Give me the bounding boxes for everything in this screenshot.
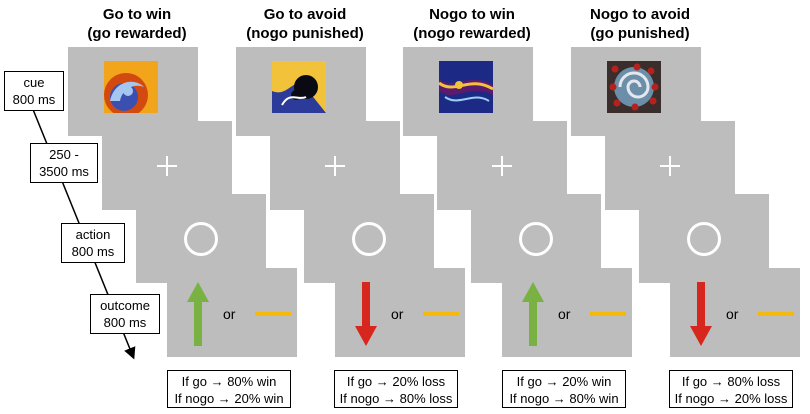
condition-title: Nogo to win (nogo rewarded): [387, 5, 557, 43]
cue-screen: [68, 47, 198, 136]
outcome-screen: or: [167, 268, 297, 357]
cue-fractal: [104, 61, 158, 113]
or-label: or: [558, 306, 571, 322]
contingency-nogo: If nogo → 20% win: [174, 391, 284, 406]
condition-name: Go to win: [102, 6, 172, 23]
neutral-dash-icon: [758, 312, 794, 316]
fixation-cross-icon: [321, 152, 349, 180]
phase-duration: 3500 ms: [39, 164, 89, 179]
phase-label: 250 - 3500 ms: [30, 143, 98, 183]
cue-fractal: [607, 61, 661, 113]
phase-duration: 800 ms: [12, 92, 56, 107]
contingency-go: If go → 80% loss: [681, 374, 781, 389]
fixation-cross-icon: [488, 152, 516, 180]
phase-name: cue: [23, 75, 45, 90]
phase-name: outcome: [100, 298, 150, 313]
cue-screen: [571, 47, 701, 136]
contingency-box: If go → 80% loss If nogo → 20% loss: [669, 370, 793, 408]
outcome-screen: or: [670, 268, 800, 357]
condition-title: Go to win (go rewarded): [52, 5, 222, 43]
contingency-go: If go → 20% win: [516, 374, 612, 389]
fixation-cross-icon: [656, 152, 684, 180]
neutral-dash-icon: [255, 312, 291, 316]
cue-fractal: [272, 61, 326, 113]
condition-subtitle: (nogo rewarded): [413, 25, 531, 42]
contingency-go: If go → 20% loss: [346, 374, 446, 389]
outcome-screen: or: [502, 268, 632, 357]
response-circle-icon: [352, 221, 386, 256]
response-circle-icon: [184, 221, 218, 256]
loss-arrow-down-icon: [355, 282, 377, 346]
fractal-black-gold-icon: [272, 61, 326, 113]
contingency-box: If go → 20% loss If nogo → 80% loss: [334, 370, 458, 408]
phase-label: outcome 800 ms: [90, 294, 160, 334]
contingency-box: If go → 80% win If nogo → 20% win: [167, 370, 291, 408]
condition-subtitle: (go punished): [590, 25, 690, 42]
or-label: or: [726, 306, 739, 322]
fractal-orange-swirl-icon: [104, 61, 158, 113]
or-label: or: [391, 306, 404, 322]
phase-name: 250 -: [49, 147, 79, 162]
win-arrow-up-icon: [187, 282, 209, 346]
condition-subtitle: (nogo punished): [246, 25, 364, 42]
phase-label: action 800 ms: [61, 223, 125, 263]
contingency-box: If go → 20% win If nogo → 80% win: [502, 370, 626, 408]
contingency-nogo: If nogo → 20% loss: [674, 391, 788, 406]
phase-label: cue 800 ms: [4, 71, 64, 111]
contingency-nogo: If nogo → 80% loss: [339, 391, 453, 406]
condition-title: Go to avoid (nogo punished): [220, 5, 390, 43]
condition-name: Go to avoid: [263, 6, 347, 23]
phase-name: action: [75, 227, 111, 242]
fractal-red-spiral-icon: [607, 61, 661, 113]
fixation-cross-icon: [153, 152, 181, 180]
or-label: or: [223, 306, 236, 322]
condition-name: Nogo to win: [429, 6, 515, 23]
neutral-dash-icon: [590, 312, 626, 316]
fractal-blue-tendrils-icon: [439, 61, 493, 113]
contingency-go: If go → 80% win: [181, 374, 277, 389]
condition-name: Nogo to avoid: [590, 6, 690, 23]
loss-arrow-down-icon: [690, 282, 712, 346]
response-circle-icon: [687, 221, 721, 256]
cue-fractal: [439, 61, 493, 113]
neutral-dash-icon: [423, 312, 459, 316]
condition-title: Nogo to avoid (go punished): [555, 5, 725, 43]
phase-duration: 800 ms: [103, 315, 147, 330]
win-arrow-up-icon: [522, 282, 544, 346]
phase-duration: 800 ms: [71, 244, 115, 259]
outcome-screen: or: [335, 268, 465, 357]
response-circle-icon: [519, 221, 553, 256]
contingency-nogo: If nogo → 80% win: [509, 391, 619, 406]
condition-subtitle: (go rewarded): [87, 25, 187, 42]
